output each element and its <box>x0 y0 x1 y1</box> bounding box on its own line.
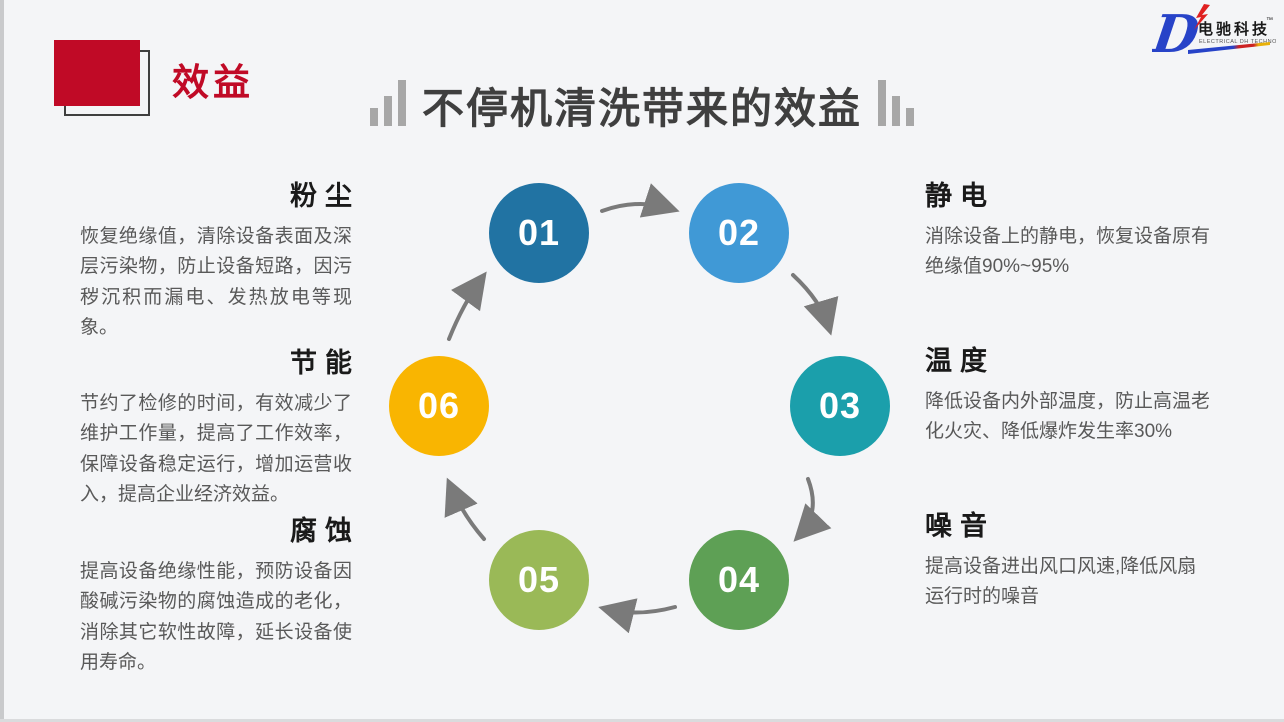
section-label: 效益 <box>172 62 254 103</box>
cycle-step-04: 04 <box>689 530 789 630</box>
benefit-dust-title: 粉尘 <box>290 181 360 211</box>
cycle-step-02: 02 <box>689 183 789 283</box>
benefit-dust: 粉尘 恢复绝缘值，清除设备表面及深层污染物，防止设备短路，因污秽沉积而漏电、发热… <box>80 181 352 344</box>
logo-lightning-icon <box>1194 4 1210 30</box>
benefit-static-body: 消除设备上的静电，恢复设备原有绝缘值90%~95% <box>925 226 1211 278</box>
benefit-noise: 噪音 提高设备进出风口风速,降低风扇运行时的噪音 <box>925 511 1211 613</box>
logo-d-swoosh-icon: D <box>1147 4 1203 65</box>
slide-bottom-edge <box>0 719 1284 722</box>
arrow-05-06 <box>444 477 486 541</box>
arrow-04-05 <box>598 598 677 634</box>
benefit-energy: 节能 节约了检修的时间，有效减少了维护工作量，提高了工作效率，保障设备稳定运行，… <box>80 348 352 511</box>
benefit-temperature-title: 温度 <box>925 346 995 376</box>
cycle-diagram: 01 02 03 04 05 06 <box>380 165 900 645</box>
benefit-noise-title: 噪音 <box>925 511 995 541</box>
company-logo: D 电驰科技 ™ ELECTRICAL DH TECHNOLOGY <box>1147 2 1284 66</box>
cycle-step-05: 05 <box>489 530 589 630</box>
title-row: 不停机清洗带来的效益 <box>342 68 942 132</box>
cycle-step-03-number: 03 <box>818 385 862 426</box>
logo-tm: ™ <box>1266 17 1273 24</box>
bars-ascending-icon <box>369 80 406 132</box>
cycle-step-04-number: 04 <box>717 559 761 600</box>
benefit-energy-title: 节能 <box>290 348 360 378</box>
benefit-energy-body: 节约了检修的时间，有效减少了维护工作量，提高了工作效率，保障设备稳定运行，增加运… <box>80 393 352 506</box>
bars-descending-icon <box>878 80 914 132</box>
logo-brand-text: 电驰科技 <box>1198 20 1270 38</box>
benefit-corrosion-body: 提高设备绝缘性能，预防设备因酸碱污染物的腐蚀造成的老化，消除其它软性故障，延长设… <box>80 561 352 674</box>
arrow-01-02 <box>600 183 680 218</box>
benefit-corrosion: 腐蚀 提高设备绝缘性能，预防设备因酸碱污染物的腐蚀造成的老化，消除其它软性故障，… <box>80 516 352 679</box>
arrow-02-03 <box>791 273 839 336</box>
emblem-red-square <box>54 40 140 106</box>
benefit-static: 静电 消除设备上的静电，恢复设备原有绝缘值90%~95% <box>925 181 1211 283</box>
cycle-step-06-number: 06 <box>417 385 461 426</box>
cycle-step-06: 06 <box>389 356 489 456</box>
logo-graphic: D 电驰科技 ™ ELECTRICAL DH TECHNOLOGY <box>1147 4 1284 65</box>
slide-left-edge <box>0 0 4 722</box>
arrow-03-04 <box>793 477 832 542</box>
benefit-dust-body: 恢复绝缘值，清除设备表面及深层污染物，防止设备短路，因污秽沉积而漏电、发热放电等… <box>80 226 352 339</box>
cycle-arrows <box>444 183 839 634</box>
cycle-step-02-number: 02 <box>717 212 761 253</box>
benefit-temperature: 温度 降低设备内外部温度，防止高温老化火灾、降低爆炸发生率30% <box>925 346 1211 448</box>
benefit-corrosion-title: 腐蚀 <box>290 516 360 546</box>
benefit-temperature-body: 降低设备内外部温度，防止高温老化火灾、降低爆炸发生率30% <box>925 391 1211 443</box>
benefit-static-title: 静电 <box>925 181 995 211</box>
logo-stripe <box>1188 42 1270 54</box>
logo-subtitle: ELECTRICAL DH TECHNOLOGY <box>1199 39 1276 45</box>
svg-text:D: D <box>1152 4 1203 65</box>
cycle-step-05-number: 05 <box>517 559 561 600</box>
benefit-noise-body: 提高设备进出风口风速,降低风扇运行时的噪音 <box>925 556 1197 608</box>
arrow-06-01 <box>447 271 487 341</box>
page-title: 不停机清洗带来的效益 <box>421 84 862 132</box>
cycle-step-01: 01 <box>489 183 589 283</box>
cycle-step-03: 03 <box>790 356 890 456</box>
cycle-step-01-number: 01 <box>517 212 561 253</box>
